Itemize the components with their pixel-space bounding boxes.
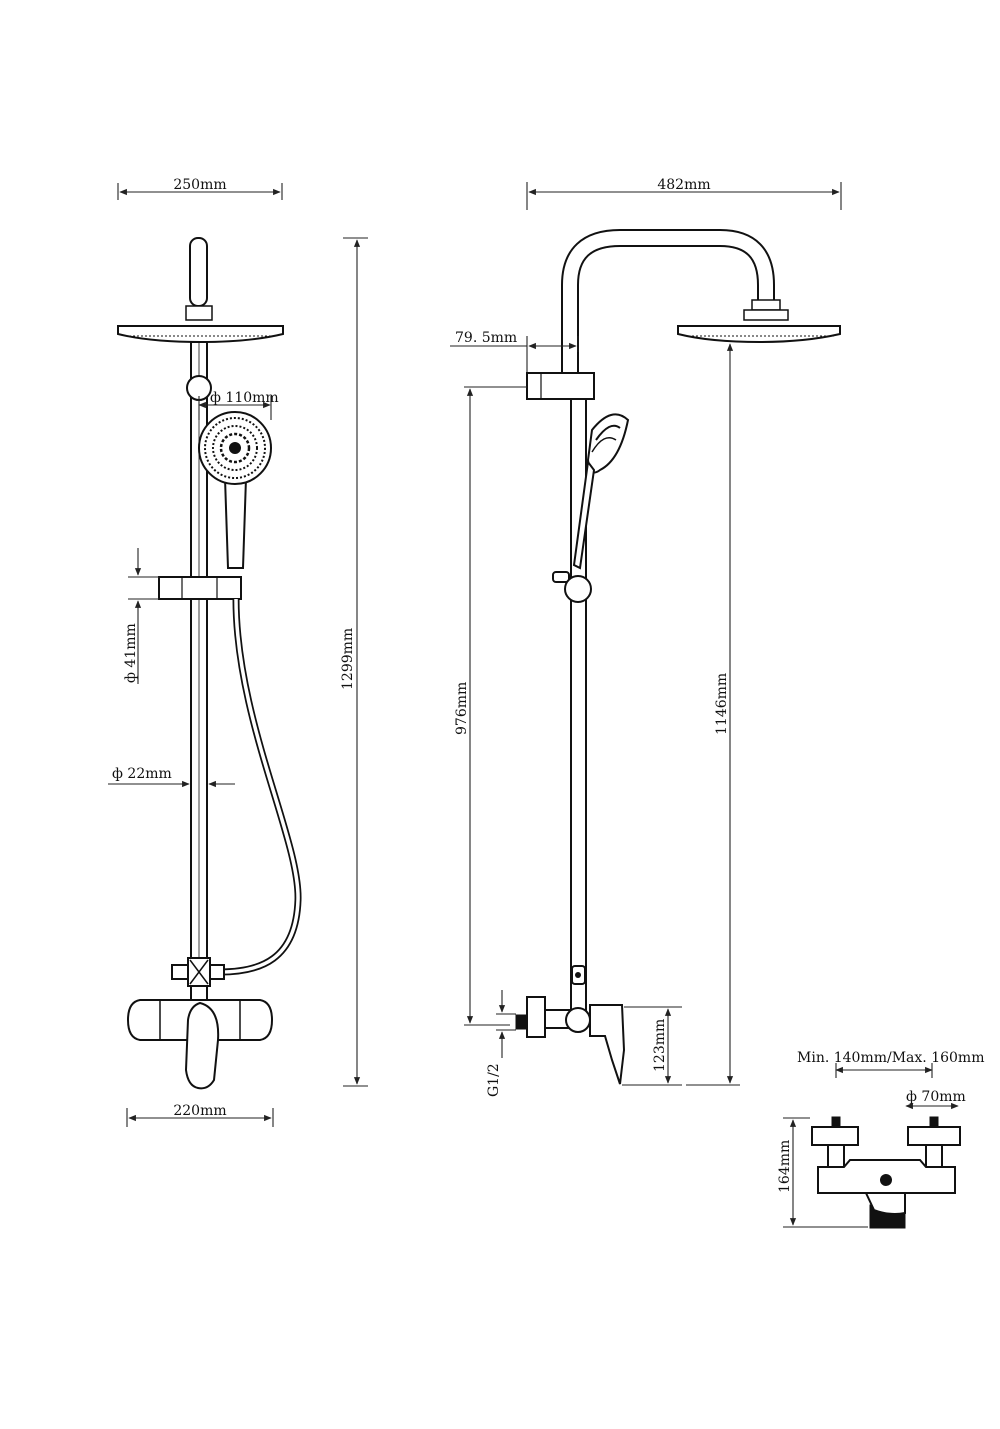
rain-shower-head bbox=[117, 325, 284, 344]
dim-offset-79: 79. 5mm bbox=[450, 330, 579, 372]
dim-slider-41: ф 41mm bbox=[123, 548, 159, 684]
side-view: 482mm 79. 5mm bbox=[450, 177, 842, 1097]
side-mixer bbox=[515, 996, 626, 1085]
side-slider-knob bbox=[564, 575, 592, 603]
label-height-1299: 1299mm bbox=[340, 628, 356, 690]
dim-mixer-123: 123mm bbox=[622, 1006, 682, 1086]
side-hand-shower bbox=[572, 413, 630, 570]
shower-hose bbox=[219, 598, 302, 976]
front-view: 250mm ф 110mm bbox=[108, 177, 368, 1127]
label-reach-482: 482mm bbox=[657, 177, 710, 193]
slider-bracket bbox=[158, 576, 242, 600]
detail-right-cap bbox=[907, 1126, 961, 1146]
dim-centers: Min. 140mm/Max. 160mm bbox=[797, 1050, 984, 1078]
dim-height-164: 164mm bbox=[777, 1117, 868, 1228]
dim-mixer-220: 220mm bbox=[126, 1103, 274, 1127]
top-bracket bbox=[526, 372, 595, 400]
label-rail-22: ф 22mm bbox=[112, 766, 172, 782]
mixer-valve bbox=[126, 999, 274, 1090]
dim-width-250: 250mm bbox=[117, 177, 283, 200]
dim-height-1299: 1299mm bbox=[340, 237, 368, 1087]
mixer-detail: Min. 140mm/Max. 160mm ф 70mm 164mm bbox=[777, 1050, 984, 1229]
label-inlet-g12: G1/2 bbox=[486, 1063, 502, 1097]
label-offset-79: 79. 5mm bbox=[455, 330, 517, 346]
label-centers: Min. 140mm/Max. 160mm bbox=[797, 1050, 984, 1066]
side-rain-head bbox=[677, 325, 841, 344]
dim-reach-482: 482mm bbox=[526, 177, 842, 210]
detail-left-cap bbox=[811, 1126, 859, 1146]
side-cap bbox=[526, 996, 546, 1038]
label-slider-41: ф 41mm bbox=[123, 623, 139, 683]
dim-head-1146: 1146mm bbox=[686, 343, 740, 1086]
label-hand-shower-110: ф 110mm bbox=[210, 390, 279, 406]
label-width-250: 250mm bbox=[173, 177, 226, 193]
dim-cap-70: ф 70mm bbox=[905, 1089, 966, 1110]
label-rail-976: 976mm bbox=[454, 682, 470, 735]
label-mixer-220: 220mm bbox=[173, 1103, 226, 1119]
label-head-1146: 1146mm bbox=[714, 673, 730, 735]
dim-inlet-g12: G1/2 bbox=[486, 990, 516, 1097]
side-rail bbox=[570, 374, 587, 1016]
label-mixer-123: 123mm bbox=[652, 1019, 668, 1072]
dim-rail-976: 976mm bbox=[454, 386, 527, 1026]
curved-arm bbox=[561, 229, 775, 375]
shower-arm bbox=[189, 237, 208, 307]
arm-connector bbox=[185, 305, 213, 321]
dim-hand-shower-110: ф 110mm bbox=[198, 390, 279, 420]
dim-rail-22: ф 22mm bbox=[108, 766, 235, 788]
label-height-164: 164mm bbox=[777, 1140, 793, 1193]
hand-shower bbox=[198, 411, 272, 569]
label-cap-70: ф 70mm bbox=[906, 1089, 966, 1105]
